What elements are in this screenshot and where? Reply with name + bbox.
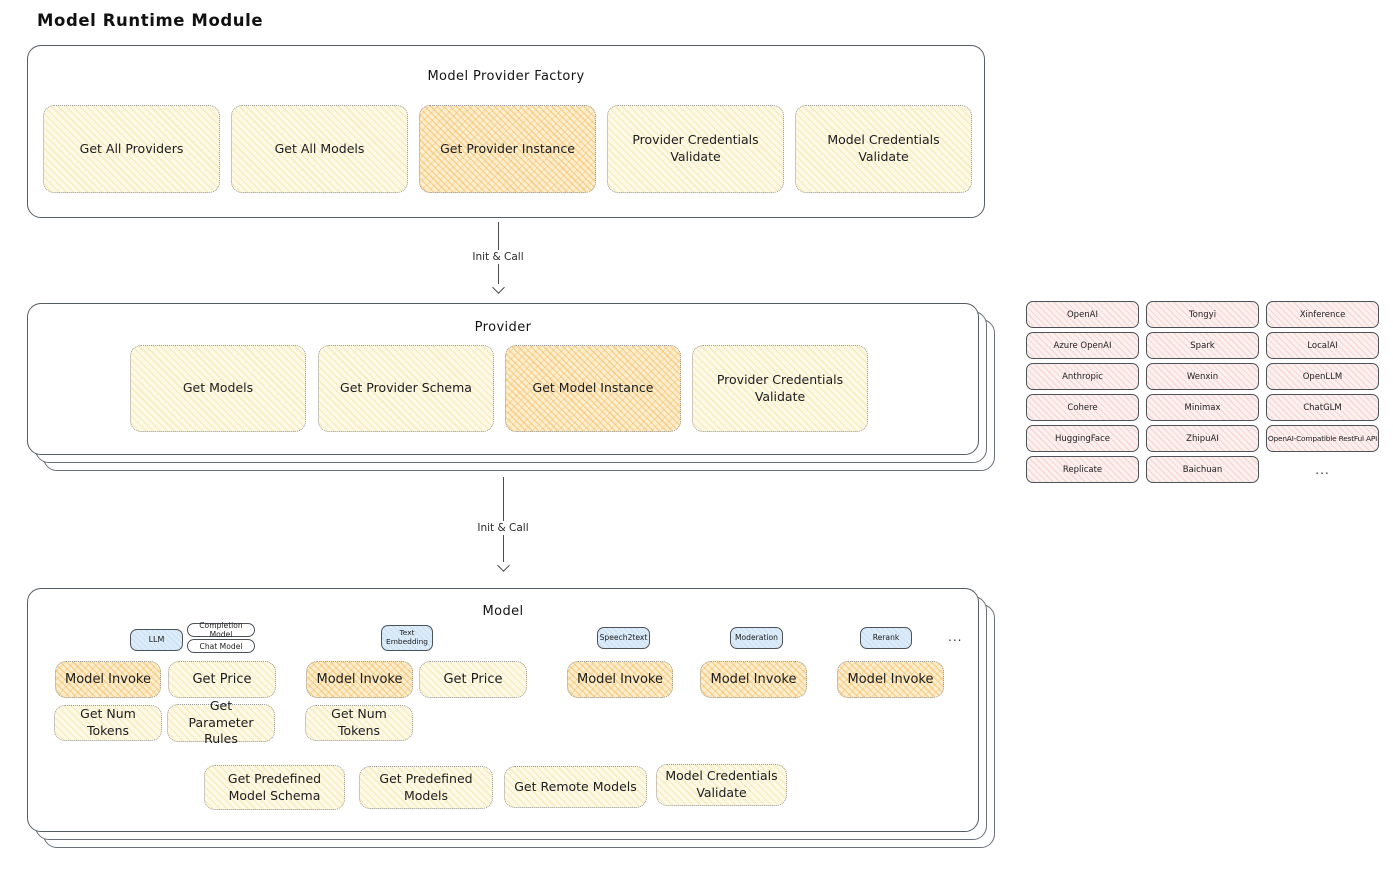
node-model-invoke-rerank: Model Invoke [837, 661, 944, 698]
provider-localai: LocalAI [1266, 332, 1379, 359]
arrowhead-down-icon-2 [497, 559, 510, 572]
node-provider-credentials-validate-2: Provider Credentials Validate [692, 345, 868, 432]
provider-cohere: Cohere [1026, 394, 1139, 421]
arrow-label-init-call-2: Init & Call [472, 521, 534, 535]
arrow-provider-to-model [503, 477, 504, 562]
node-get-predefined-model-schema: Get Predefined Model Schema [204, 765, 345, 810]
node-model-invoke-llm: Model Invoke [55, 661, 161, 698]
tab-completion-model: Completion Model [187, 621, 255, 639]
node-get-models: Get Models [130, 345, 306, 432]
provider-xinference: Xinference [1266, 301, 1379, 328]
tab-llm: LLM [130, 629, 183, 651]
providers-ellipsis: ... [1315, 462, 1330, 477]
provider-replicate: Replicate [1026, 456, 1139, 483]
node-get-price-embedding: Get Price [419, 661, 527, 698]
provider-section-title: Provider [474, 320, 532, 335]
arrowhead-down-icon [492, 281, 505, 294]
node-model-invoke-moderation: Model Invoke [700, 661, 807, 698]
provider-anthropic: Anthropic [1026, 363, 1139, 390]
provider-openai-compatible: OpenAI-Compatible RestFul API [1266, 425, 1379, 452]
provider-openllm: OpenLLM [1266, 363, 1379, 390]
node-get-predefined-models: Get Predefined Models [359, 766, 493, 809]
node-provider-credentials-validate: Provider Credentials Validate [607, 105, 784, 193]
model-section-title: Model [482, 604, 524, 619]
node-get-price-llm: Get Price [168, 661, 276, 698]
node-get-num-tokens-llm: Get Num Tokens [54, 705, 162, 741]
provider-wenxin: Wenxin [1146, 363, 1259, 390]
node-get-provider-instance: Get Provider Instance [419, 105, 596, 193]
tab-chat-model: Chat Model [187, 639, 255, 653]
tab-rerank: Rerank [860, 627, 912, 649]
provider-minimax: Minimax [1146, 394, 1259, 421]
provider-baichuan: Baichuan [1146, 456, 1259, 483]
node-model-credentials-validate: Model Credentials Validate [795, 105, 972, 193]
provider-zhipuai: ZhipuAI [1146, 425, 1259, 452]
node-get-num-tokens-embedding: Get Num Tokens [305, 705, 413, 741]
factory-section-title: Model Provider Factory [427, 69, 585, 84]
tab-moderation: Moderation [730, 627, 783, 649]
arrow-label-init-call-1: Init & Call [467, 250, 529, 264]
providers-grid: OpenAI Tongyi Xinference Azure OpenAI Sp… [1026, 301, 1379, 483]
provider-tongyi: Tongyi [1146, 301, 1259, 328]
node-model-credentials-validate-2: Model Credentials Validate [656, 764, 787, 806]
provider-azure-openai: Azure OpenAI [1026, 332, 1139, 359]
model-tabs-ellipsis: ... [948, 630, 963, 644]
page-title: Model Runtime Module [37, 11, 264, 30]
provider-openai: OpenAI [1026, 301, 1139, 328]
node-get-all-providers: Get All Providers [43, 105, 220, 193]
node-get-parameter-rules: Get Parameter Rules [167, 698, 275, 746]
node-get-all-models: Get All Models [231, 105, 408, 193]
node-model-invoke-embedding: Model Invoke [306, 661, 413, 698]
node-get-remote-models: Get Remote Models [504, 766, 647, 808]
provider-huggingface: HuggingFace [1026, 425, 1139, 452]
tab-speech2text: Speech2text [597, 627, 650, 649]
tab-text-embedding: Text Embedding [381, 625, 433, 651]
node-model-invoke-speech2text: Model Invoke [567, 661, 673, 698]
provider-chatglm: ChatGLM [1266, 394, 1379, 421]
node-get-provider-schema: Get Provider Schema [318, 345, 494, 432]
node-get-model-instance: Get Model Instance [505, 345, 681, 432]
provider-spark: Spark [1146, 332, 1259, 359]
